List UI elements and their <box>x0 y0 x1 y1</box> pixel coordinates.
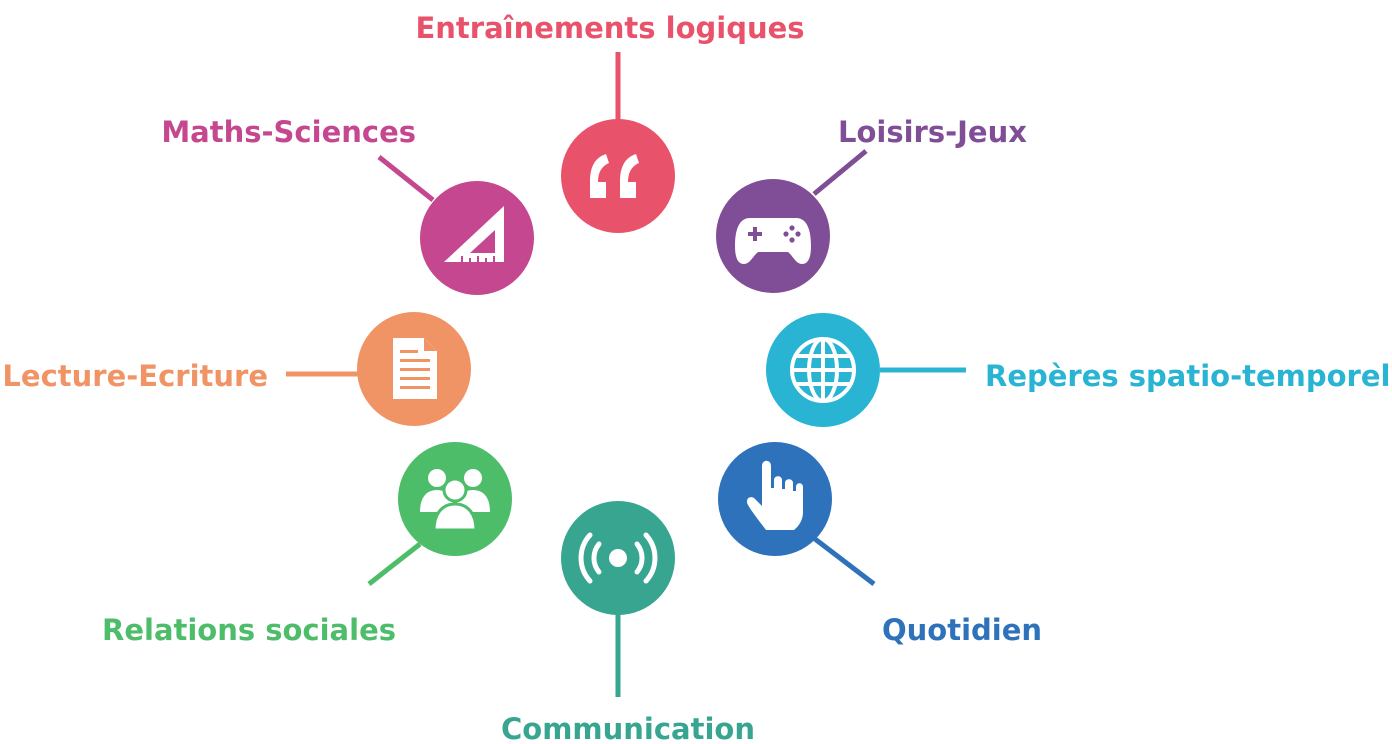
gamepad-icon <box>735 218 811 264</box>
category-lecture[interactable]: Lecture-Ecriture <box>2 312 471 426</box>
category-relations[interactable]: Relations sociales <box>102 442 512 647</box>
category-label: Quotidien <box>882 613 1042 647</box>
category-entrainements[interactable]: Entraînements logiques <box>415 11 805 233</box>
set-square-icon <box>444 206 504 262</box>
connector-line <box>377 155 435 202</box>
category-communication[interactable]: Communication <box>501 501 755 744</box>
category-label: Communication <box>501 712 755 744</box>
connector-line <box>367 542 422 586</box>
category-label: Repères spatio-temporels <box>985 359 1392 393</box>
globe-icon <box>790 337 856 403</box>
category-label: Maths-Sciences <box>161 115 416 149</box>
document-icon <box>393 338 437 399</box>
connector-line <box>813 537 876 586</box>
category-label: Loisirs-Jeux <box>838 115 1027 149</box>
pointing-hand-icon <box>746 460 803 530</box>
quote-icon <box>590 154 639 198</box>
category-label: Lecture-Ecriture <box>2 359 268 393</box>
category-circle <box>561 119 675 233</box>
category-quotidien[interactable]: Quotidien <box>718 442 1042 647</box>
category-maths[interactable]: Maths-Sciences <box>161 115 534 295</box>
broadcast-icon <box>578 532 658 584</box>
category-label: Relations sociales <box>102 613 396 647</box>
category-loisirs[interactable]: Loisirs-Jeux <box>716 115 1027 293</box>
category-label: Entraînements logiques <box>415 11 804 45</box>
connector-line <box>812 149 868 196</box>
people-group-icon <box>420 469 490 532</box>
category-reperes[interactable]: Repères spatio-temporels <box>766 313 1392 427</box>
